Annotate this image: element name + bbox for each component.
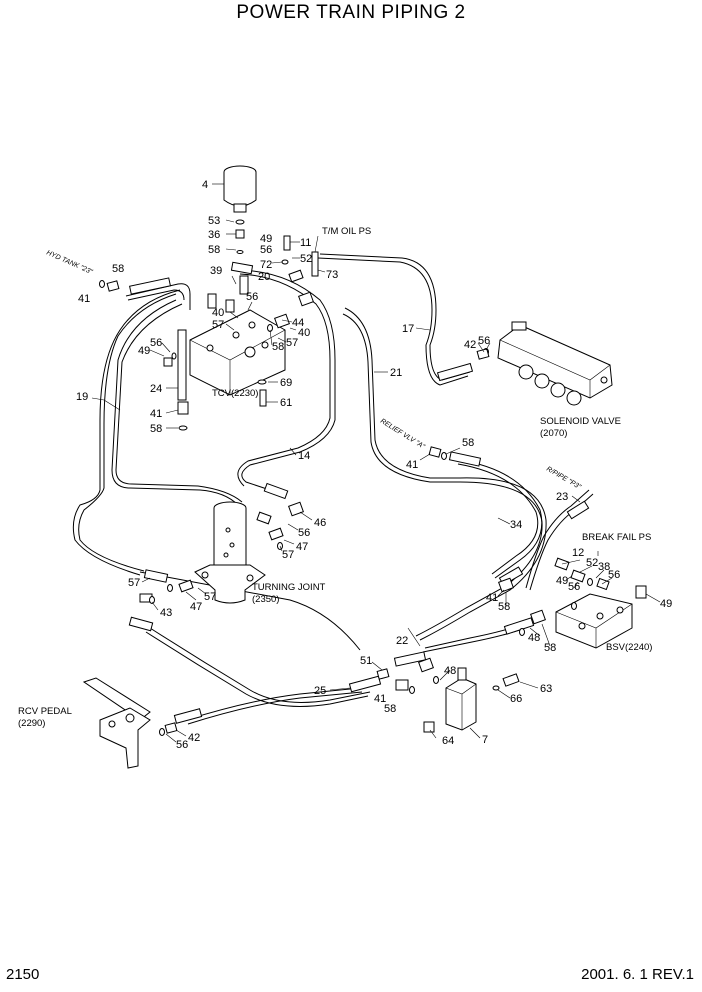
callout: 49	[138, 345, 150, 357]
callout: 69	[280, 377, 292, 389]
label-turning-joint: TURNING JOINT	[252, 582, 326, 593]
callout: 41	[78, 293, 90, 305]
callout: 49	[660, 598, 672, 610]
tag-hyd-tank: HYD TANK "23"	[45, 249, 94, 276]
callout: 41	[486, 592, 498, 604]
callout: 58	[544, 642, 556, 654]
callout: 22	[396, 635, 408, 647]
callout: 58	[272, 341, 284, 353]
callout: 64	[442, 735, 454, 747]
callout: 43	[160, 607, 172, 619]
callout: 61	[280, 397, 292, 409]
callout: 52	[586, 557, 598, 569]
callout: 42	[188, 732, 200, 744]
callout: 56	[298, 527, 310, 539]
callout: 56	[150, 337, 162, 349]
callout: 48	[444, 665, 456, 677]
accumulator-part	[223, 165, 257, 213]
callout: 58	[112, 263, 124, 275]
valve-7-part	[445, 667, 477, 731]
callout: 58	[498, 601, 510, 613]
callout-numbers: 4 53 36 58 49 56 11 72 52 73 39 20 58 41…	[76, 179, 672, 751]
callout: 40	[298, 327, 310, 339]
callout: 46	[314, 517, 326, 529]
label-rcv-pedal-code: (2290)	[18, 718, 45, 729]
revision-date: 2001. 6. 1 REV.1	[581, 966, 694, 983]
leader-lines	[91, 183, 661, 743]
callout: 53	[208, 215, 220, 227]
callout: 58	[462, 437, 474, 449]
solenoid-valve-part	[497, 321, 613, 406]
fittings	[99, 219, 647, 736]
callout: 41	[374, 693, 386, 705]
callout: 34	[510, 519, 522, 531]
callout: 58	[384, 703, 396, 715]
callout: 66	[510, 693, 522, 705]
label-break-fail-ps: BREAK FAIL PS	[582, 532, 651, 543]
tag-relief-valve: RELIEF VLV "A"	[379, 418, 426, 451]
callout: 38	[598, 561, 610, 573]
callout: 11	[300, 237, 311, 249]
callout: 47	[296, 541, 308, 553]
callout: 39	[210, 265, 222, 277]
label-turning-joint-code: (2350)	[252, 594, 279, 605]
callout: 56	[478, 335, 490, 347]
turning-joint-part	[194, 501, 266, 604]
callout: 44	[292, 317, 304, 329]
label-solenoid-valve-code: (2070)	[540, 428, 567, 439]
callout: 4	[202, 179, 208, 191]
callout: 58	[208, 244, 220, 256]
callout: 23	[556, 491, 568, 503]
tcv-block	[189, 275, 286, 396]
callout: 56	[246, 291, 258, 303]
label-tcv: TCV(2230)	[212, 388, 258, 399]
callout: 25	[314, 685, 326, 697]
callout: 41	[406, 459, 418, 471]
callout: 40	[212, 307, 224, 319]
callout: 57	[286, 337, 298, 349]
callout: 48	[528, 632, 540, 644]
callout: 57	[212, 319, 224, 331]
callout: 56	[176, 739, 188, 751]
callout: 41	[150, 408, 162, 420]
callout: 42	[464, 339, 476, 351]
callout: 51	[360, 655, 372, 667]
callout: 14	[298, 450, 310, 462]
callout: 7	[482, 734, 488, 746]
callout: 12	[572, 547, 584, 559]
callout: 52	[300, 253, 312, 265]
label-bsv: BSV(2240)	[606, 642, 652, 653]
callout: 58	[150, 423, 162, 435]
label-rcv-pedal: RCV PEDAL	[18, 706, 72, 717]
callout: 56	[608, 569, 620, 581]
pipe-lines	[72, 253, 594, 725]
callout: 56	[260, 244, 272, 256]
label-tm-oil-ps: T/M OIL PS	[322, 226, 371, 237]
callout: 49	[556, 575, 568, 587]
bsv-part	[555, 593, 633, 649]
rcv-pedal-part	[82, 677, 151, 769]
callout: 56	[568, 581, 580, 593]
label-solenoid-valve: SOLENOID VALVE	[540, 416, 621, 427]
callout: 36	[208, 229, 220, 241]
callout: 24	[150, 383, 162, 395]
callout: 57	[128, 577, 140, 589]
callout: 72	[260, 259, 272, 271]
hose-segments	[128, 261, 590, 724]
callout: 20	[258, 271, 270, 283]
callout: 57	[282, 549, 294, 561]
callout: 19	[76, 391, 88, 403]
callout: 17	[402, 323, 414, 335]
page-number: 2150	[6, 966, 40, 983]
callout: 73	[326, 269, 338, 281]
callout: 21	[390, 367, 402, 379]
callout: 63	[540, 683, 552, 695]
callout: 57	[204, 591, 216, 603]
page-title: POWER TRAIN PIPING 2	[236, 2, 466, 23]
callout: 47	[190, 601, 202, 613]
tag-r-pipe: R/PIPE "P3"	[545, 466, 582, 492]
callout: 49	[260, 233, 272, 245]
